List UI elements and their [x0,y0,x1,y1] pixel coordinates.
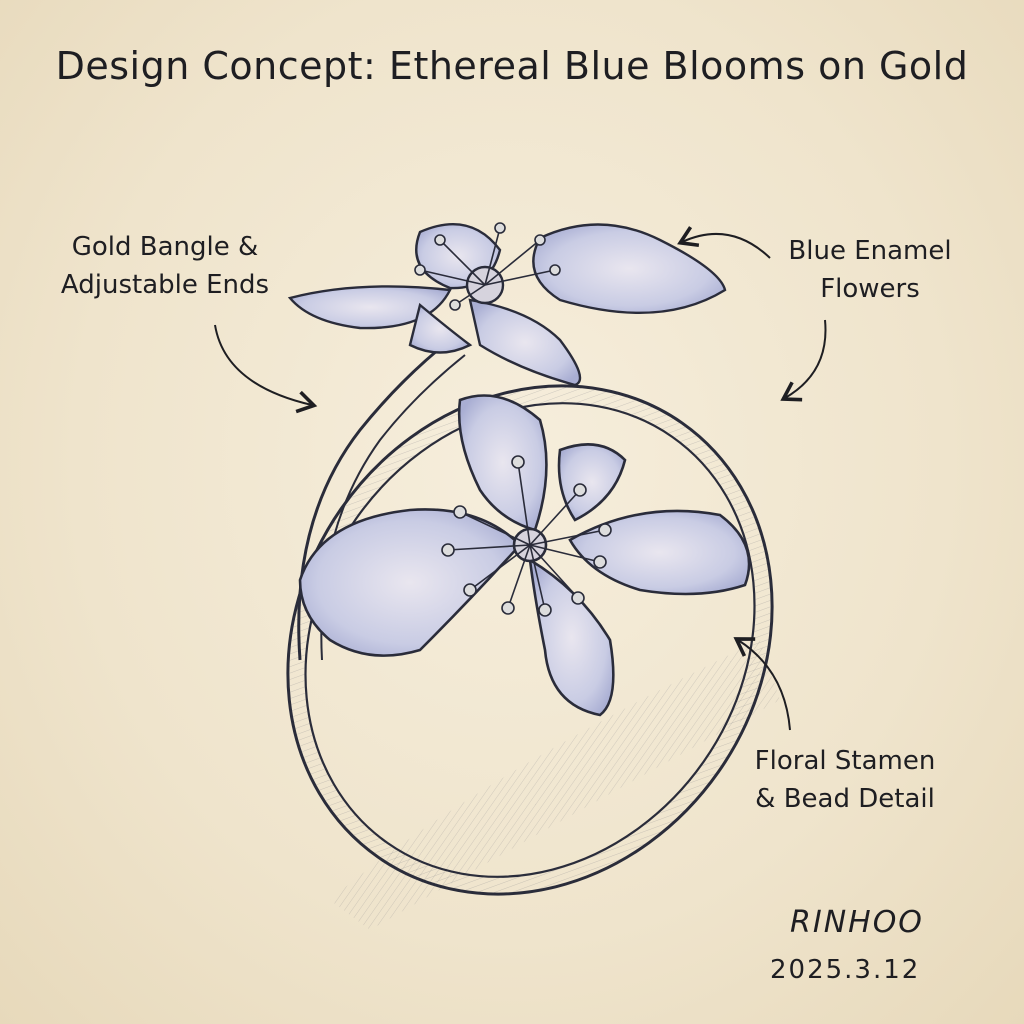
annotation-enamel: Blue Enamel Flowers [770,232,970,308]
annotation-enamel-line2: Flowers [820,274,920,304]
arrow-enamel-ring [780,319,827,402]
main-flower [298,394,751,717]
shadow-hatching [330,640,780,930]
annotation-stamen-line2: & Bead Detail [755,784,935,814]
annotation-stamen: Floral Stamen & Bead Detail [730,742,960,818]
annotation-bangle-line1: Gold Bangle & [71,232,259,262]
arrow-stamen [733,637,791,731]
signature-name: RINHOO [790,905,924,940]
annotation-bangle: Gold Bangle & Adjustable Ends [50,228,280,304]
page-title: Design Concept: Ethereal Blue Blooms on … [55,44,969,88]
arrow-bangle [214,324,318,414]
annotation-bangle-line2: Adjustable Ends [60,270,270,300]
annotation-stamen-line1: Floral Stamen [754,746,936,776]
arrow-enamel-top [677,226,771,259]
top-flower [287,222,727,387]
bangle-band [286,384,774,896]
signature-date: 2025.3.12 [770,955,921,985]
annotation-enamel-line1: Blue Enamel [788,236,952,266]
